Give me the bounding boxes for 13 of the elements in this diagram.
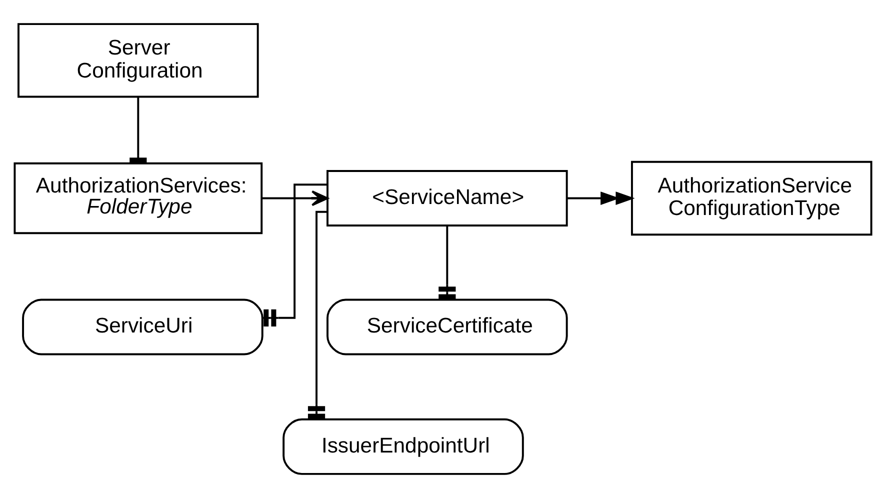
connector: [130, 96, 147, 163]
connector: [308, 210, 328, 419]
connector: [438, 225, 456, 300]
node-box: Server Configuration: [18, 22, 259, 98]
arrow: [567, 191, 635, 204]
node-box: ServiceCertificate: [326, 298, 568, 355]
node-box: <ServiceName>: [326, 170, 568, 226]
node-box: AuthorizationServices: FolderType: [14, 162, 263, 234]
node-box: IssuerEndpointUrl: [282, 418, 524, 474]
node-box: ServiceUri: [22, 298, 264, 355]
connector: [263, 183, 327, 326]
node-box: AuthorizationService ConfigurationType: [630, 160, 872, 236]
arrow: [262, 190, 328, 206]
